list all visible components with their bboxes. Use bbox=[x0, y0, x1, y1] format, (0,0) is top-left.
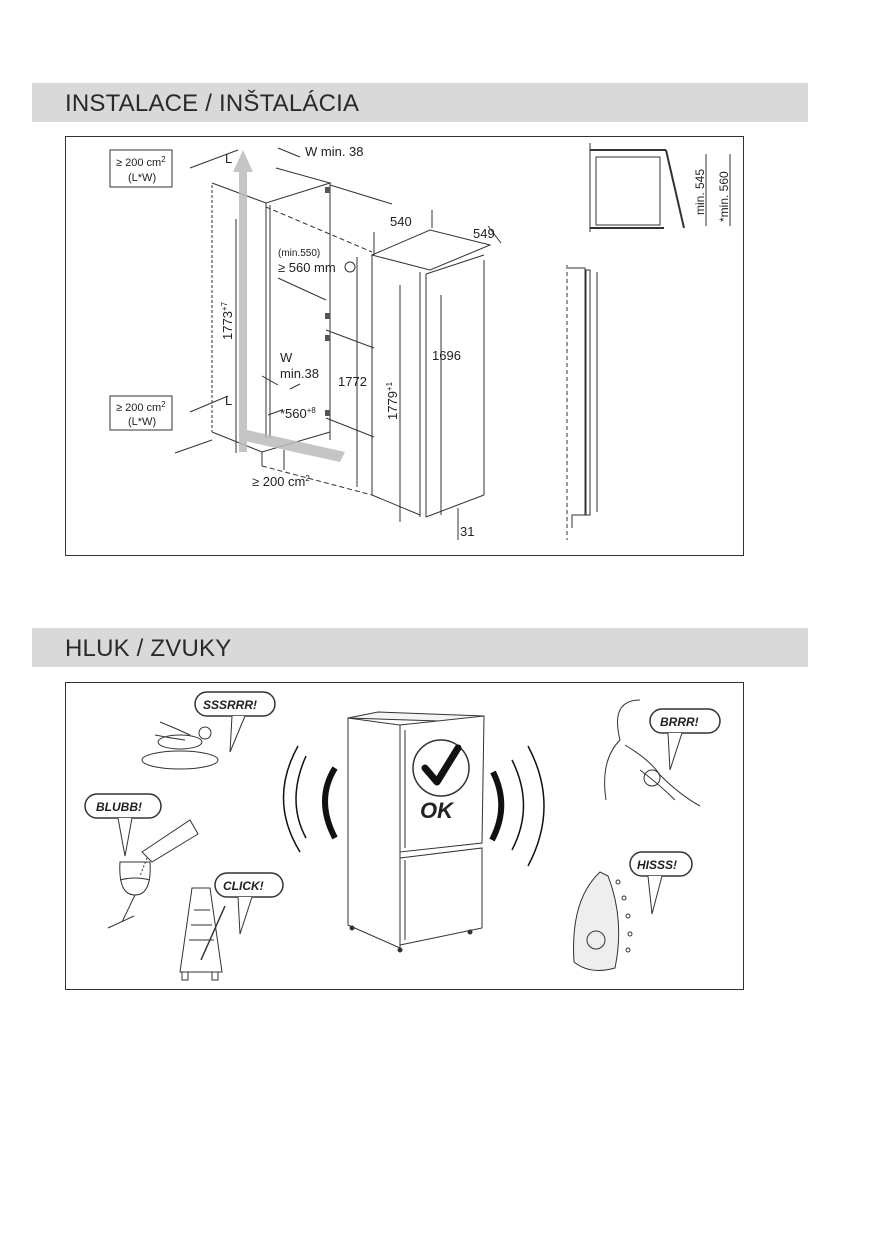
speech-bubble-metronome: CLICK! bbox=[214, 872, 284, 935]
dim-side-560: *min. 560 bbox=[717, 171, 731, 222]
dim-gap-31: 31 bbox=[460, 524, 474, 539]
dim-width-540: 540 bbox=[390, 214, 412, 229]
vent-top-label: ≥ 200 cm2 (L*W) bbox=[109, 149, 173, 188]
svg-text:(L*W): (L*W) bbox=[128, 172, 156, 184]
dim-niche-width: *560+8 bbox=[280, 406, 316, 421]
door-side-view bbox=[589, 143, 731, 232]
side-panel-view bbox=[566, 265, 598, 540]
vent-bottom-label: ≥ 200 cm2 (L*W) bbox=[109, 395, 173, 431]
svg-text:CLICK!: CLICK! bbox=[223, 879, 264, 893]
fridge-freezer-drawing bbox=[347, 711, 485, 953]
dim-L-bottom: L bbox=[225, 393, 232, 408]
section-title: HLUK / ZVUKY bbox=[65, 635, 232, 662]
dim-plinth-vent: ≥ 200 cm2 bbox=[252, 474, 310, 489]
ok-label: OK bbox=[420, 798, 455, 823]
dim-1696: 1696 bbox=[432, 348, 461, 363]
dim-depth-min: ≥ 560 mm bbox=[278, 260, 336, 275]
dim-side-545: min. 545 bbox=[693, 169, 707, 215]
sound-waves-icon bbox=[282, 745, 545, 867]
smiley-icon bbox=[344, 261, 356, 273]
svg-text:SSSRRR!: SSSRRR! bbox=[203, 698, 257, 712]
svg-text:BLUBB!: BLUBB! bbox=[96, 800, 142, 814]
speech-bubble-cat: BRRR! bbox=[649, 708, 721, 771]
noise-diagram-frame bbox=[65, 682, 744, 990]
installation-diagram: ≥ 200 cm2 (L*W) ≥ 200 cm2 (L*W) bbox=[109, 143, 731, 540]
fly-icon bbox=[141, 721, 219, 770]
niche-outline bbox=[174, 167, 393, 496]
dim-W-bottom-min: min.38 bbox=[280, 366, 319, 381]
section-header-noise: HLUK / ZVUKY bbox=[32, 628, 808, 667]
dim-L-top: L bbox=[225, 151, 232, 166]
steam-iron-icon bbox=[573, 871, 633, 971]
svg-text:≥ 200 cm2: ≥ 200 cm2 bbox=[116, 400, 166, 414]
dimension-lines bbox=[189, 147, 358, 487]
speech-bubble-fly: SSSRRR! bbox=[194, 691, 276, 753]
dim-W-bottom: W bbox=[280, 350, 293, 365]
airflow-arrow bbox=[233, 150, 345, 462]
dim-depth-note: (min.550) bbox=[278, 248, 320, 259]
dim-1772: 1772 bbox=[338, 374, 367, 389]
section-title: INSTALACE / INŠTALÁCIA bbox=[65, 90, 360, 117]
svg-text:BRRR!: BRRR! bbox=[660, 715, 699, 729]
svg-text:≥ 200 cm2: ≥ 200 cm2 bbox=[116, 155, 166, 169]
noise-diagram: OK SSSRRR! BLUBB! bbox=[84, 691, 721, 981]
speech-bubble-iron: HISSS! bbox=[629, 851, 693, 915]
metronome-icon bbox=[179, 887, 226, 981]
cat-icon bbox=[604, 699, 701, 807]
dim-appliance-height: 1779+1 bbox=[385, 381, 400, 420]
appliance-drawing bbox=[370, 210, 502, 540]
wine-glass-bottle-icon bbox=[107, 819, 199, 929]
dim-depth-549: 549 bbox=[473, 226, 495, 241]
speech-bubble-wine: BLUBB! bbox=[84, 793, 162, 857]
dim-niche-height: 1773+7 bbox=[220, 301, 235, 340]
dim-W-top: W min. 38 bbox=[305, 144, 364, 159]
ok-checkmark-icon bbox=[412, 739, 470, 797]
section-header-installation: INSTALACE / INŠTALÁCIA bbox=[32, 83, 808, 122]
svg-text:HISSS!: HISSS! bbox=[637, 858, 677, 872]
installation-diagram-frame bbox=[65, 136, 744, 556]
hinge-icons bbox=[325, 187, 330, 416]
svg-text:(L*W): (L*W) bbox=[128, 416, 156, 428]
